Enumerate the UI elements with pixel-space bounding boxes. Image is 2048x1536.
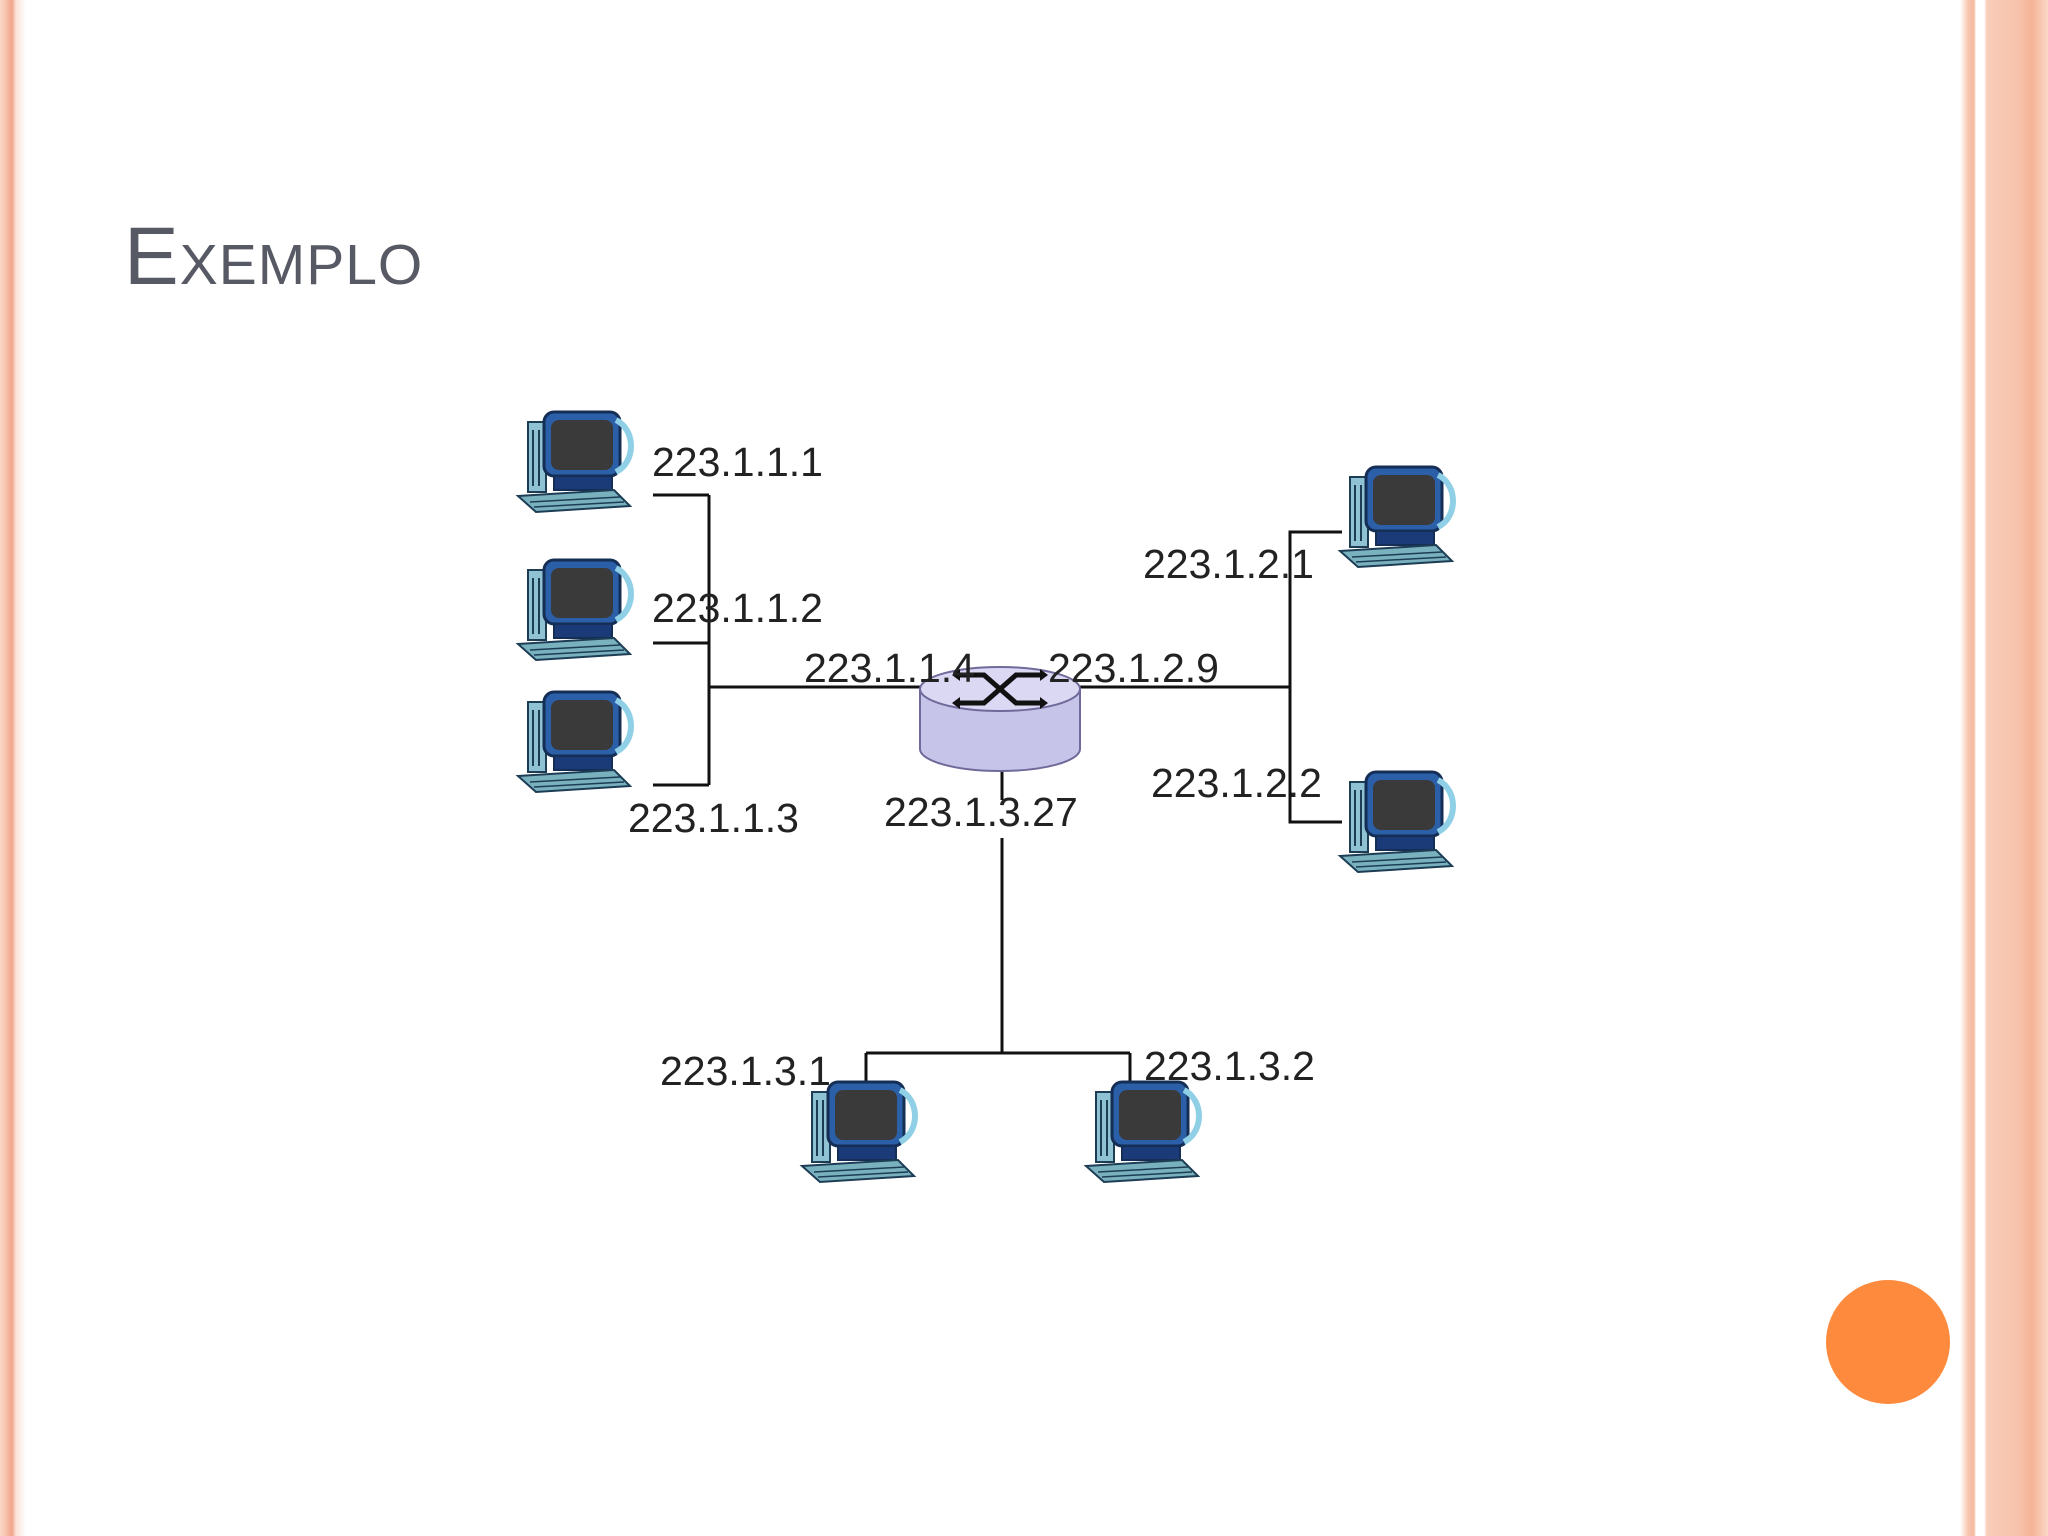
ip-label-h3: 223.1.1.3 [628, 795, 799, 841]
right-border-decoration [1960, 0, 2048, 1536]
left-border-decoration [0, 0, 26, 1536]
ip-label-h4: 223.1.2.1 [1143, 541, 1314, 587]
slide-title: Exemplo [124, 211, 424, 302]
decorative-orange-dot [1826, 1280, 1950, 1404]
router-ip-subnet-3: 223.1.3.27 [884, 789, 1078, 835]
ip-label-h1: 223.1.1.1 [652, 439, 823, 485]
computer-icon-h7 [1086, 1082, 1199, 1182]
computer-icon-h3 [518, 692, 631, 792]
ip-label-h5: 223.1.2.2 [1151, 760, 1322, 806]
computer-icon-h1 [518, 412, 631, 512]
link-h4 [1288, 530, 1342, 588]
computer-icon-h5 [1340, 772, 1453, 872]
ip-label-h7: 223.1.3.2 [1144, 1043, 1315, 1089]
ip-label-h6: 223.1.3.1 [660, 1048, 831, 1094]
computer-icon-h4 [1340, 467, 1453, 567]
router-ip-subnet-2: 223.1.2.9 [1048, 645, 1219, 691]
router-ip-subnet-1: 223.1.1.4 [804, 645, 975, 691]
computer-icon-h2 [518, 560, 631, 660]
ip-label-h2: 223.1.1.2 [652, 585, 823, 631]
computer-icon-h6 [802, 1082, 915, 1182]
router-icon [919, 666, 1081, 772]
link-h5 [1288, 775, 1342, 824]
